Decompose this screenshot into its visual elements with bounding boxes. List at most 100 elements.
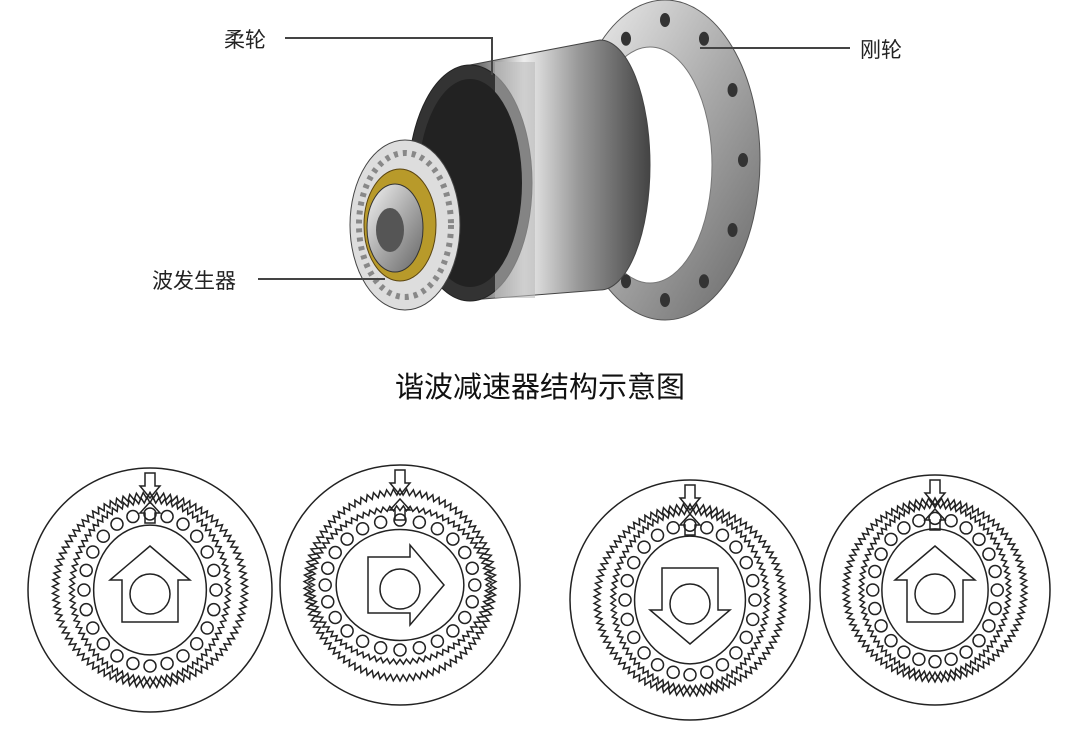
wave-generator <box>349 139 461 311</box>
bearing-ball <box>729 646 743 660</box>
bearing-ball <box>446 532 460 546</box>
bearing-inner-race <box>633 535 747 665</box>
bearing-ball <box>944 652 958 666</box>
bearing-ball <box>874 547 888 561</box>
engagement-arrow-icon <box>138 500 162 524</box>
bearing-ball <box>393 643 407 657</box>
bearing-ball <box>373 640 388 655</box>
shaft-bore <box>379 568 421 610</box>
bearing-ball <box>866 583 880 597</box>
label-flexspline: 柔轮 <box>224 28 266 52</box>
bearing-ball <box>355 634 370 648</box>
diagram-title: 谐波减速器结构示意图 <box>394 370 685 404</box>
bearing-ball <box>176 649 190 663</box>
bearing-ball <box>650 658 665 672</box>
bearing-ball <box>86 545 100 559</box>
bolt-hole <box>699 274 709 289</box>
engagement-arrow-icon <box>678 512 702 536</box>
bearing-ball <box>715 658 730 672</box>
bearing-ball <box>988 564 1002 579</box>
bearing-ball <box>912 652 926 666</box>
bearing-ball <box>700 665 714 679</box>
bolt-hole <box>699 31 709 46</box>
wave-stage-2 <box>279 464 521 706</box>
bearing-ball <box>209 583 223 597</box>
bearing-ball <box>990 583 1004 597</box>
bearing-ball <box>868 564 882 579</box>
bearing-ball <box>627 555 641 570</box>
bearing-ball <box>458 610 472 625</box>
bearing-ball <box>874 619 888 633</box>
circular-spline-teeth <box>592 502 788 698</box>
bolt-hole <box>621 274 631 289</box>
wave-stage-3 <box>569 479 811 721</box>
bearing-inner-race <box>335 528 465 642</box>
bearing-ball <box>110 649 124 663</box>
bearing-ball <box>328 545 342 560</box>
engagement-arrow-icon <box>923 479 947 507</box>
bearing-ball <box>355 522 370 536</box>
wave-stage-4 <box>819 474 1051 706</box>
bearing-ball <box>96 637 111 651</box>
bearing-ball <box>96 529 111 543</box>
bearing-ball <box>79 563 93 578</box>
bearing-ball <box>176 517 190 531</box>
bearing-ball <box>683 518 697 532</box>
bearing-ball <box>207 563 221 578</box>
label-wave-generator: 波发生器 <box>152 269 236 293</box>
bearing-inner-race <box>881 528 989 652</box>
bearing-ball <box>700 521 714 535</box>
bearing-ball <box>200 621 214 635</box>
bearing-ball <box>884 633 898 648</box>
bearing-ball <box>627 630 641 645</box>
bearing-ball <box>884 532 898 547</box>
bearing-ball <box>748 593 762 607</box>
bearing-ball <box>77 583 91 597</box>
bearing-ball <box>745 612 760 627</box>
bearing-ball <box>618 593 632 607</box>
engagement-arrow-icon <box>678 484 702 512</box>
label-circular-spline: 刚轮 <box>860 38 902 62</box>
bearing-ball <box>110 517 124 531</box>
bolt-hole <box>660 293 670 307</box>
wave-stage-1 <box>27 467 273 713</box>
bearing-ball <box>318 578 332 592</box>
bearing-ball <box>393 513 407 527</box>
flexspline-teeth <box>68 495 232 685</box>
direction-arrow-right <box>367 542 445 628</box>
bearing-ball <box>446 624 460 638</box>
bearing-ball <box>620 573 635 588</box>
bearing-ball <box>944 514 958 528</box>
flexspline-teeth <box>307 504 493 666</box>
circular-spline-teeth <box>302 487 498 683</box>
shaft-bore <box>129 573 171 615</box>
bearing-ball <box>340 624 354 638</box>
bearing-ball <box>328 610 342 625</box>
bearing-ball <box>430 634 445 648</box>
bearing-ball <box>340 532 354 546</box>
bearing-ball <box>972 633 986 648</box>
bearing-ball <box>620 612 635 627</box>
flexspline-leader-line <box>285 37 493 75</box>
bearing-ball <box>897 521 911 535</box>
circular-spline-teeth <box>841 496 1029 684</box>
bearing-ball <box>745 573 760 588</box>
bearing-ball <box>715 528 730 542</box>
bearing-ball <box>868 601 882 616</box>
bearing-ball <box>729 540 743 554</box>
shaft-bore <box>914 573 956 615</box>
bearing-ball <box>465 561 479 575</box>
bolt-hole <box>621 31 631 46</box>
bearing-ball <box>143 507 157 521</box>
bearing-ball <box>86 621 100 635</box>
bearing-ball <box>982 547 996 561</box>
direction-arrow-up <box>107 545 193 623</box>
circular-spline-teeth <box>50 490 250 690</box>
bolt-hole <box>727 223 738 237</box>
bearing-ball <box>666 521 680 535</box>
bearing-ball <box>912 514 926 528</box>
bearing-ball <box>160 509 174 524</box>
bearing-ball <box>982 619 996 633</box>
bearing-ball <box>988 601 1002 616</box>
